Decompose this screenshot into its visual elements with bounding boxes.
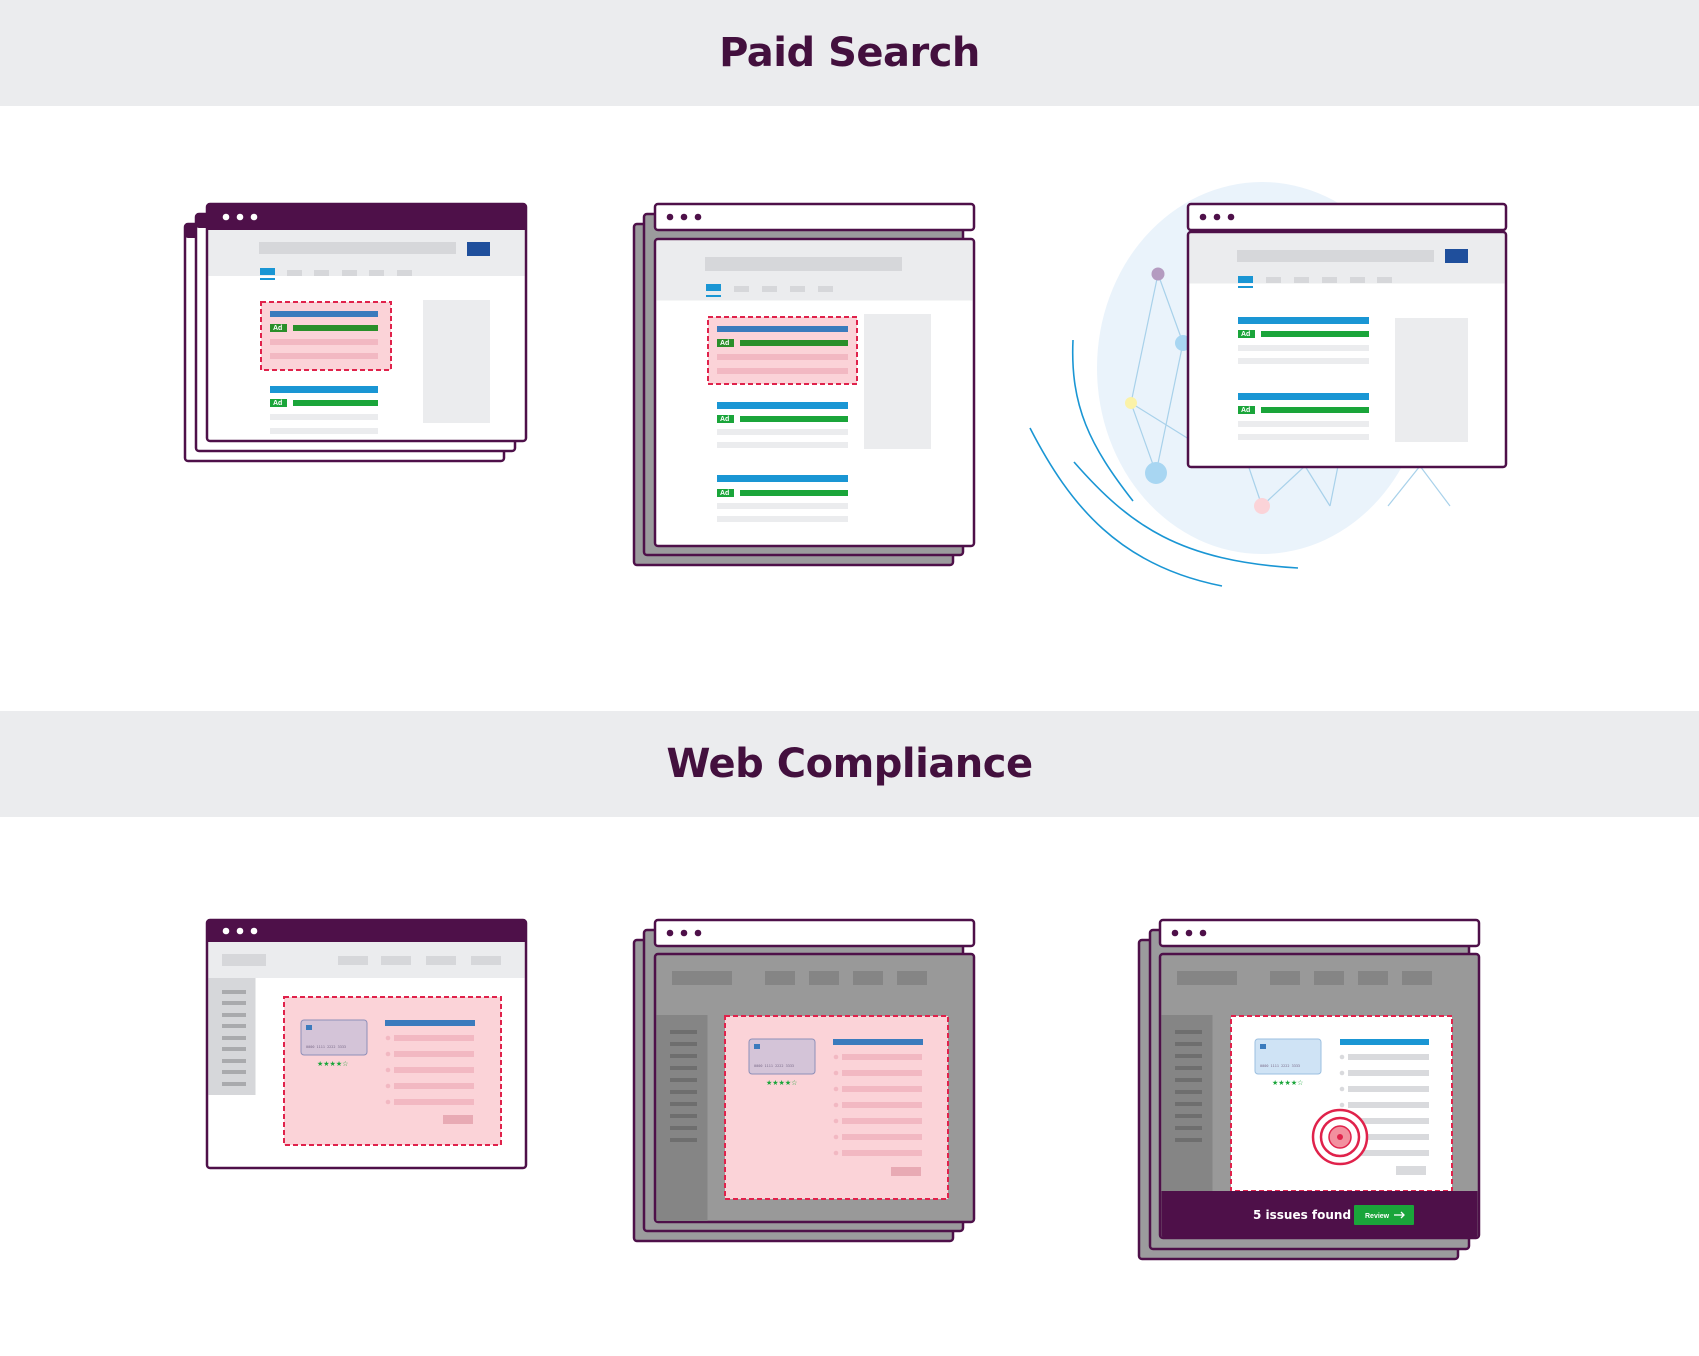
star-icon: ★★★★☆: [317, 1060, 348, 1068]
target-icon: [1311, 1108, 1369, 1166]
credit-card-icon: 0000 1111 2222 3333: [300, 1019, 368, 1056]
issues-found-text: 5 issues found: [1253, 1208, 1351, 1222]
credit-card-icon: 0000 1111 2222 3333: [748, 1038, 816, 1075]
section-title: Web Compliance: [666, 741, 1033, 787]
motion-lines: [1029, 339, 1299, 587]
section-header-web-compliance: Web Compliance: [0, 711, 1699, 817]
ad-badge: Ad: [1241, 331, 1250, 338]
web-compliance-step-1: 0000 1111 2222 3333 ★★★★☆: [205, 918, 528, 1170]
window-dots-icon: [222, 927, 258, 935]
ad-badge: Ad: [720, 340, 729, 347]
section-header-paid-search: Paid Search: [0, 0, 1699, 106]
network-node: [1254, 498, 1270, 514]
ad-badge: Ad: [720, 416, 729, 423]
window-dots-icon: [666, 929, 702, 937]
issues-bar: [1161, 1191, 1478, 1237]
paid-search-step-2: Ad Ad Ad: [632, 202, 976, 567]
web-compliance-step-3: 0000 1111 2222 3333 ★★★★☆ 5 issues found…: [1137, 918, 1481, 1261]
arrow-right-icon: [1394, 1211, 1405, 1219]
web-compliance-illustrations: 0000 1111 2222 3333 ★★★★☆: [205, 918, 1481, 1261]
window-dots-icon: [666, 213, 702, 221]
ad-badge: Ad: [273, 325, 282, 332]
paid-search-step-1: Ad Ad: [183, 202, 528, 463]
network-node: [1151, 267, 1165, 281]
ad-badge: Ad: [720, 490, 729, 497]
star-icon: ★★★★☆: [1272, 1079, 1303, 1087]
section-title: Paid Search: [719, 30, 980, 76]
paid-search-step-3: Ad Ad: [1029, 182, 1508, 587]
card-number: 0000 1111 2222 3333: [754, 1064, 794, 1068]
network-node: [1125, 397, 1137, 409]
review-button[interactable]: Review: [1354, 1205, 1414, 1225]
paid-search-illustrations: Ad Ad Ad Ad Ad: [183, 182, 1508, 587]
ad-badge: Ad: [273, 400, 282, 407]
search-button: [1445, 249, 1468, 263]
window-dots-icon: [1199, 213, 1235, 221]
card-number: 0000 1111 2222 3333: [1260, 1064, 1300, 1068]
window-dots-icon: [222, 213, 258, 221]
web-compliance-step-2: 0000 1111 2222 3333 ★★★★☆: [632, 918, 976, 1243]
star-icon: ★★★★☆: [766, 1079, 797, 1087]
window-dots-icon: [1171, 929, 1207, 937]
review-button-label: Review: [1365, 1213, 1390, 1220]
search-button: [467, 242, 490, 256]
credit-card-icon: 0000 1111 2222 3333: [1254, 1038, 1322, 1075]
ad-badge: Ad: [1241, 407, 1250, 414]
network-node: [1145, 462, 1167, 484]
network-lines: [1130, 273, 1451, 507]
card-number: 0000 1111 2222 3333: [306, 1045, 346, 1049]
